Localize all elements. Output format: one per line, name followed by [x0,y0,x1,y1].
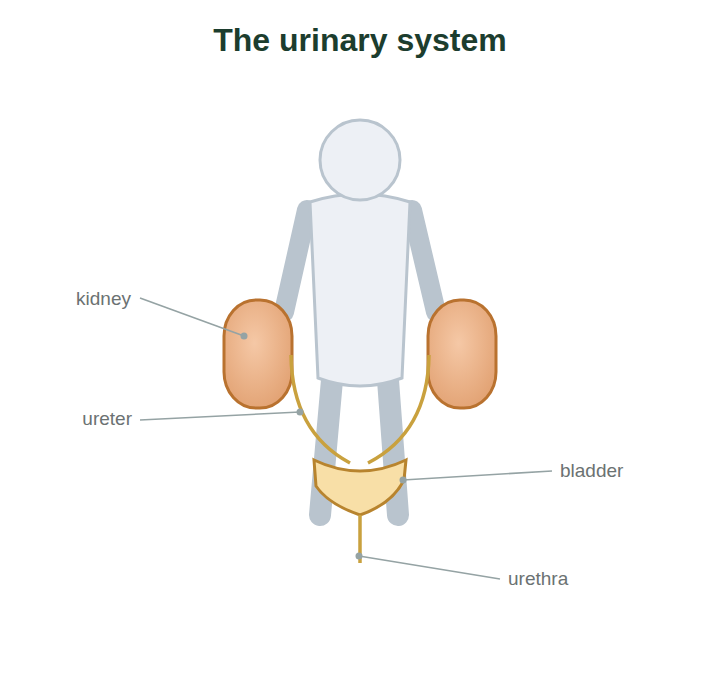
bladder-shape [314,460,406,515]
leader-line [140,298,244,336]
right-ureter [368,355,429,463]
right-arm [412,210,436,312]
leader-line [359,556,500,579]
torso [310,194,410,386]
diagram-title: The urinary system [0,22,720,59]
leader-dot [241,333,248,340]
body-figure [284,120,436,515]
leader-dot [297,409,304,416]
leader-line [403,471,552,480]
head [320,120,400,200]
left-kidney [224,300,292,408]
leader-dot [400,477,407,484]
part-label: bladder [560,460,623,482]
leader-lines [140,298,552,579]
leader-dot [356,553,363,560]
left-ureter [291,355,350,463]
left-arm [284,210,307,312]
leader-line [140,412,300,420]
right-kidney [428,300,496,408]
part-label: kidney [76,288,131,310]
part-label: ureter [82,408,132,430]
part-label: urethra [508,568,568,590]
